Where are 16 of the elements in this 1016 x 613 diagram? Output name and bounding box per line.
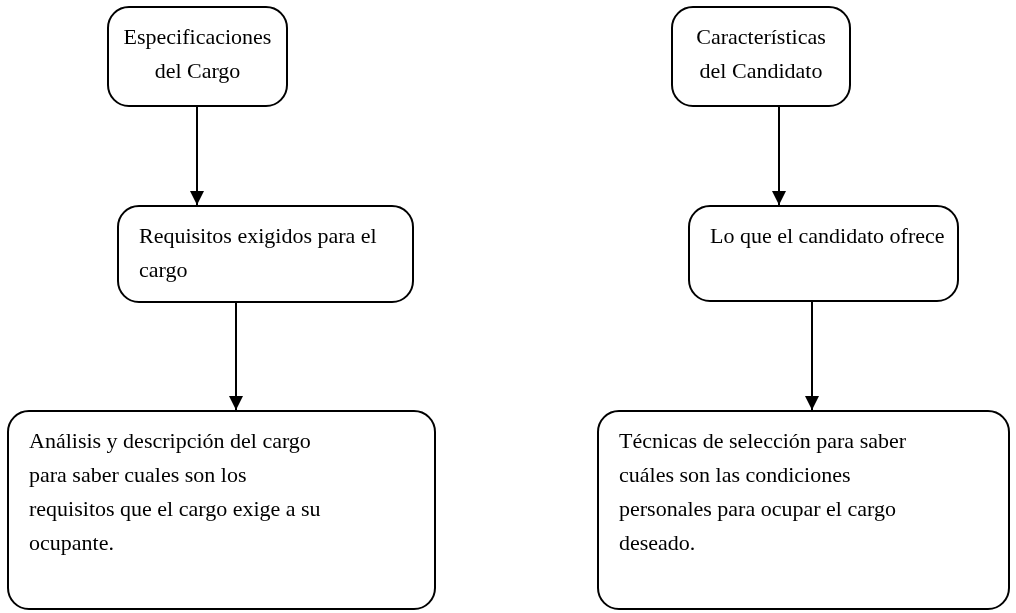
box-text: Características del Candidato [695, 23, 827, 85]
box-text: Especificaciones del Cargo [122, 23, 273, 85]
arrow [772, 106, 786, 206]
box-text: Técnicas de selección para saber cuáles son las condiciones personales para ocupar el cargo deseado. [619, 427, 908, 557]
arrow [229, 302, 243, 411]
box-text: Lo que el candidato ofrece [710, 222, 945, 250]
process-box [597, 410, 1010, 610]
arrow [190, 106, 204, 206]
process-box [7, 410, 436, 610]
process-box [671, 6, 851, 107]
process-box [107, 6, 288, 107]
box-text: Requisitos exigidos para el cargo [139, 222, 378, 284]
process-box [688, 205, 959, 302]
box-text: Análisis y descripción del cargo para saber cuales son los requisitos que el cargo exige a su ocupante. [29, 427, 322, 557]
process-box [117, 205, 414, 303]
arrow [805, 301, 819, 411]
